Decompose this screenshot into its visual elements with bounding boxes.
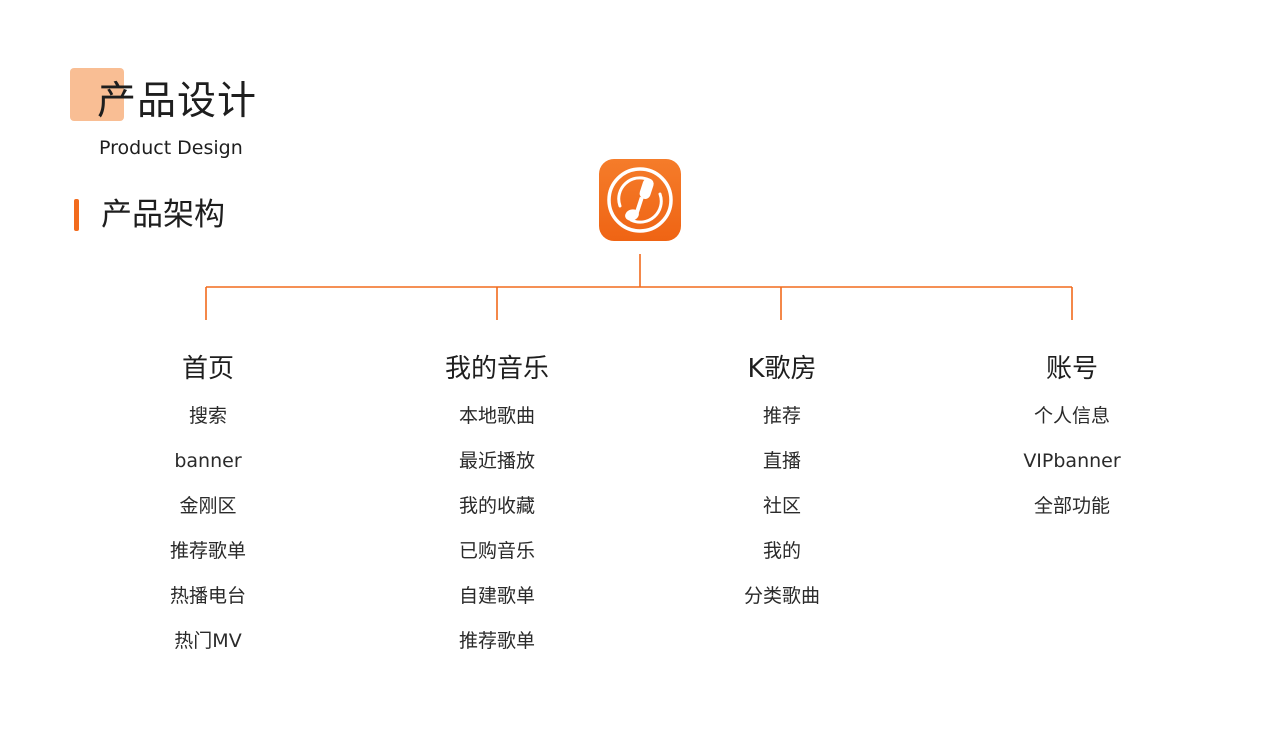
section-title: 产品架构 [101, 197, 225, 233]
branch-heading: 我的音乐 [444, 354, 549, 384]
branch-item: 推荐歌单 [458, 630, 535, 652]
branch-item: 热播电台 [169, 585, 246, 607]
branch-item: 直播 [762, 450, 801, 472]
branch-item: 金刚区 [179, 495, 237, 517]
branch-item: VIPbanner [1023, 450, 1121, 472]
branch-item: 全部功能 [1033, 495, 1110, 517]
branch-item: banner [174, 450, 242, 472]
branch-item: 推荐 [762, 405, 801, 427]
branch-column-karaoke-room: K歌房 推荐 直播 社区 我的 分类歌曲 [662, 348, 902, 619]
branch-item: 我的收藏 [458, 495, 535, 517]
karaoke-microphone-icon [599, 159, 681, 241]
branch-heading: 账号 [1045, 354, 1098, 384]
branch-item: 本地歌曲 [458, 405, 535, 427]
branch-item: 最近播放 [458, 450, 535, 472]
branch-item-list: 本地歌曲 最近播放 我的收藏 已购音乐 自建歌单 推荐歌单 [377, 394, 617, 664]
branch-item-list: 搜索 banner 金刚区 推荐歌单 热播电台 热门MV [88, 394, 328, 664]
branch-item: 推荐歌单 [169, 540, 246, 562]
branch-heading: 首页 [181, 354, 234, 384]
branch-column-home: 首页 搜索 banner 金刚区 推荐歌单 热播电台 热门MV [88, 348, 328, 664]
branch-item: 已购音乐 [458, 540, 535, 562]
page-subtitle: Product Design [99, 137, 243, 159]
branch-item-list: 推荐 直播 社区 我的 分类歌曲 [662, 394, 902, 619]
title-accent-square [70, 68, 124, 121]
section-accent-bar [74, 199, 79, 231]
branch-item: 我的 [762, 540, 801, 562]
branch-item: 分类歌曲 [743, 585, 820, 607]
branch-item: 热门MV [174, 630, 242, 652]
branch-heading: K歌房 [747, 354, 817, 384]
branch-column-my-music: 我的音乐 本地歌曲 最近播放 我的收藏 已购音乐 自建歌单 推荐歌单 [377, 348, 617, 664]
branch-item-list: 个人信息 VIPbanner 全部功能 [952, 394, 1192, 529]
branch-item: 社区 [762, 495, 801, 517]
branch-column-account: 账号 个人信息 VIPbanner 全部功能 [952, 348, 1192, 529]
branch-item: 个人信息 [1033, 405, 1110, 427]
branch-item: 搜索 [188, 405, 227, 427]
branch-item: 自建歌单 [458, 585, 535, 607]
page-title: 产品设计 [97, 79, 258, 124]
